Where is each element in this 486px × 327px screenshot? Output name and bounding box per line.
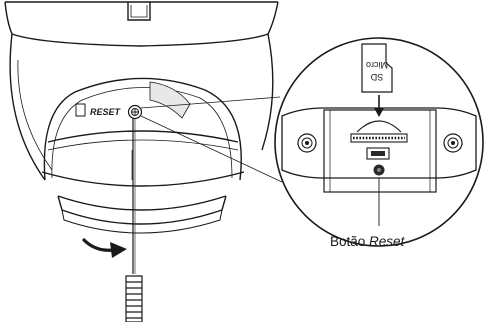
small-port-icon (75, 103, 86, 117)
microsd-card-icon: SD Micro (361, 43, 393, 93)
insert-arrow-icon (374, 95, 384, 117)
sd-card-label-micro: Micro (366, 60, 388, 70)
reset-button-caption: Botão Reset (330, 234, 406, 249)
camera-opening (41, 77, 245, 234)
caption-prefix: Botão (330, 234, 369, 249)
leader-lines (140, 96, 283, 183)
screwdriver-icon (125, 118, 143, 323)
rotation-arrow-icon (82, 238, 127, 258)
magnified-view: Botão Reset (274, 37, 484, 249)
camera-housing (4, 1, 279, 181)
camera-reset-area: RESET (75, 103, 143, 120)
reset-text-on-camera: RESET (90, 107, 122, 117)
caption-italic: Reset (369, 234, 406, 249)
sd-card-label-sd: SD (370, 72, 383, 82)
